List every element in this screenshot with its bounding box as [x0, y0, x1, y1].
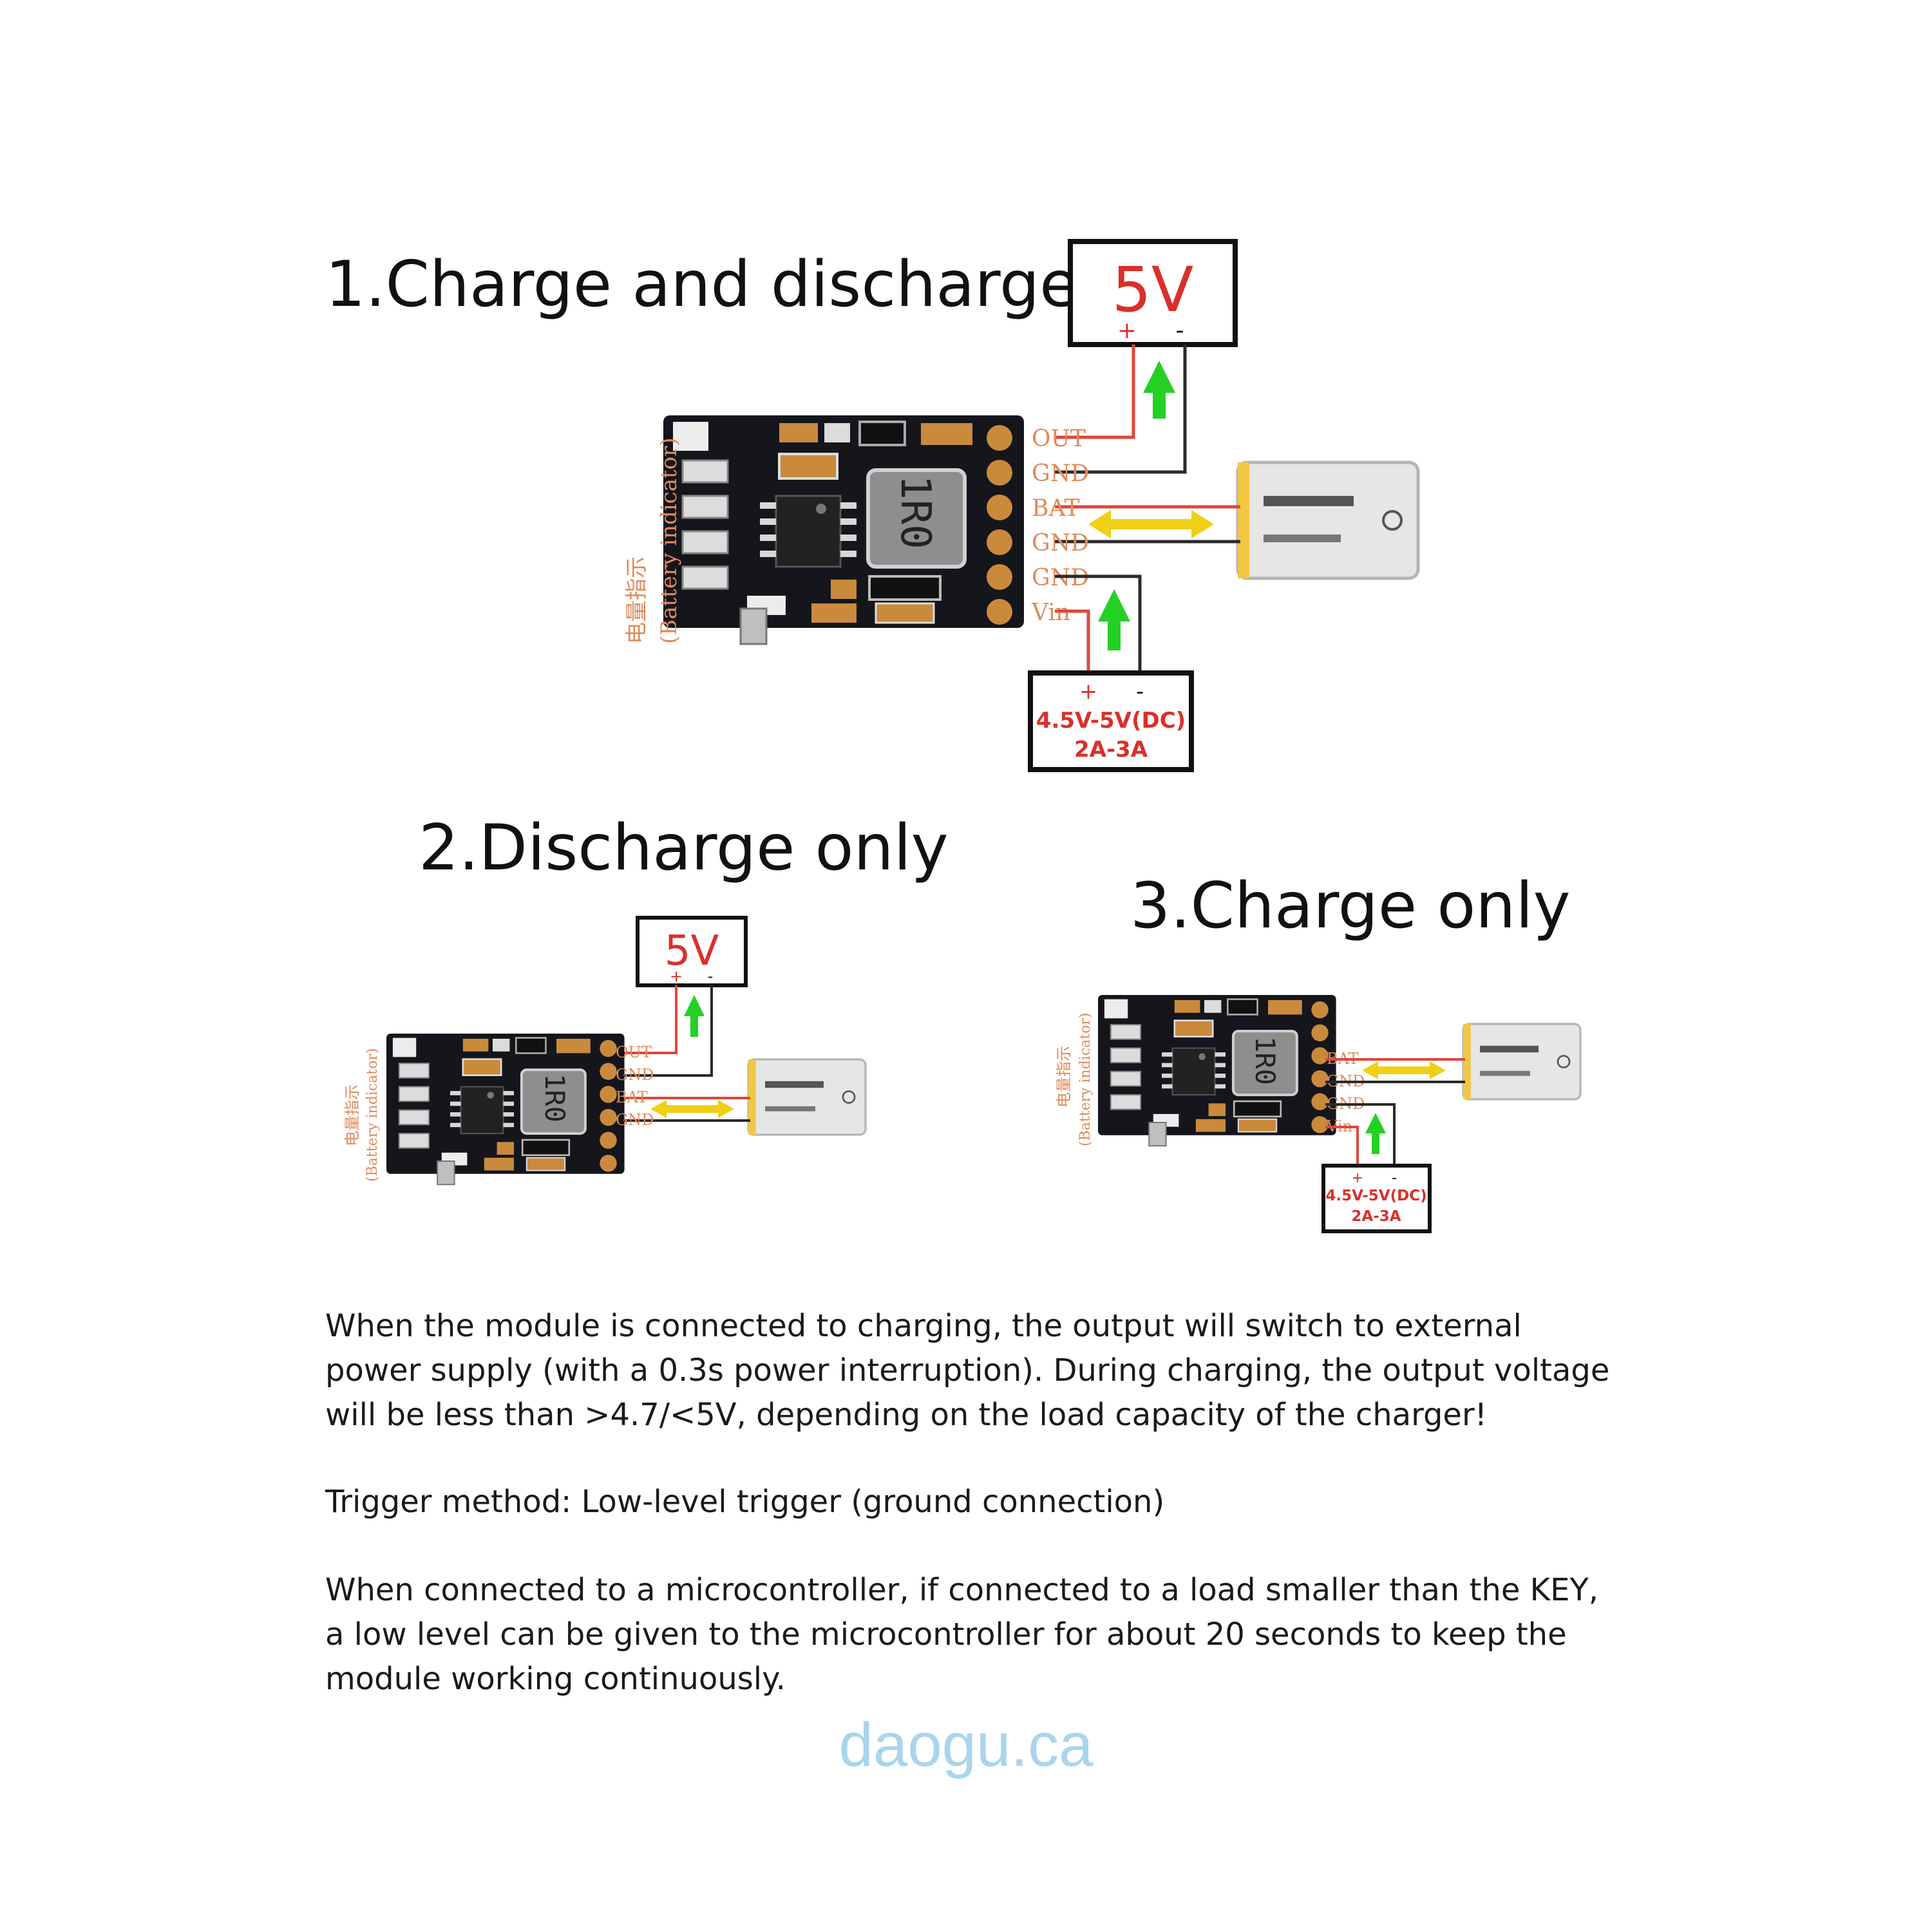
charger-module [663, 415, 1024, 644]
section-title-discharge-only: 2.Discharge only [419, 811, 949, 885]
vin-wire [1055, 609, 1090, 673]
pin-label-gnd1-small: GND [616, 1066, 654, 1084]
charger-module-small [385, 1032, 626, 1186]
supply-minus-label: - [1136, 679, 1144, 705]
note-charging-behavior: When the module is connected to charging… [325, 1308, 1610, 1433]
supply-current-label-charge: 2A-3A [1351, 1208, 1401, 1225]
note-trigger-method: Trigger method: Low-level trigger (groun… [325, 1484, 1165, 1520]
wiring-diagrams: 5V + - 1R0 OUT GND BAT GND GND Vin 电量指示 … [343, 239, 1582, 1233]
load-minus-label-small: - [708, 967, 714, 985]
charger-module-charge [1097, 994, 1338, 1148]
battery-indicator-label-en-small: (Battery indicator) [365, 1048, 381, 1182]
input-arrow [1098, 589, 1130, 650]
output-arrow [1143, 361, 1175, 419]
gnd-out-wire-small [613, 985, 713, 1077]
load-plus-label: + [1117, 317, 1137, 344]
supply-plus-label-charge: + [1352, 1170, 1363, 1186]
battery-arrow-charge [1362, 1061, 1446, 1079]
watermark-text: daogu.ca [838, 1710, 1094, 1779]
section-title-charge-only: 3.Charge only [1130, 869, 1571, 943]
load-box-5v-small [636, 916, 748, 987]
battery-charge [1462, 1023, 1582, 1101]
battery-arrow-small [650, 1100, 734, 1118]
battery-arrow [1088, 510, 1214, 538]
pin-label-gnd2-small: GND [616, 1111, 654, 1129]
gnd-in-wire [1055, 574, 1142, 673]
supply-current-label: 2A-3A [1074, 737, 1148, 762]
inductor-label: 1R0 [891, 475, 939, 549]
section-discharge-only: 5V + - 1R0 OUT GND BAT GND 电量指示 (Battery… [343, 916, 867, 1186]
inductor-label-small: 1R0 [539, 1074, 571, 1122]
gnd-out-wire [1055, 345, 1187, 474]
supply-box-charge [1321, 1164, 1432, 1233]
supply-voltage-label-charge: 4.5V-5V(DC) [1325, 1188, 1426, 1204]
vin-wire-charge [1325, 1126, 1359, 1166]
section-charge-and-discharge: 5V + - 1R0 OUT GND BAT GND GND Vin 电量指示 … [624, 239, 1418, 772]
pin-label-out: OUT [1032, 426, 1086, 452]
note-microcontroller: When connected to a microcontroller, if … [325, 1572, 1599, 1697]
inductor-label-charge: 1R0 [1249, 1036, 1281, 1085]
pin-label-bat-small: BAT [616, 1088, 648, 1106]
battery-indicator-label-cn-small: 电量指示 [343, 1084, 361, 1146]
out-wire-small [613, 985, 677, 1054]
pin-label-gnd1: GND [1032, 460, 1089, 487]
pin-label-gnd2: GND [1032, 530, 1089, 556]
battery-indicator-label-en: (Battery indicator) [656, 437, 682, 644]
supply-minus-label-charge: - [1392, 1170, 1397, 1186]
supply-plus-label: + [1079, 679, 1098, 705]
battery-indicator-label-en-charge: (Battery indicator) [1077, 1013, 1094, 1146]
load-plus-label-small: + [670, 967, 683, 985]
load-voltage-label-small: 5V [665, 927, 719, 975]
pin-label-out-small: OUT [616, 1043, 652, 1061]
out-wire [1055, 345, 1135, 439]
gnd-in-wire-charge [1325, 1103, 1396, 1166]
section-charge-only: 1R0 BAT GND GND Vin 电量指示 (Battery indica… [1055, 994, 1582, 1233]
supply-box [1028, 670, 1194, 772]
battery-indicator-label-cn: 电量指示 [624, 556, 650, 644]
load-box-5v [1068, 239, 1238, 347]
section-title-charge-and-discharge: 1.Charge and discharge [325, 248, 1079, 321]
battery-indicator-label-cn-charge: 电量指示 [1055, 1046, 1073, 1108]
load-voltage-label: 5V [1112, 254, 1194, 326]
pin-label-bat: BAT [1032, 495, 1080, 522]
input-arrow-charge [1365, 1113, 1386, 1154]
load-minus-label: - [1176, 317, 1184, 344]
battery-small [747, 1058, 867, 1136]
battery [1238, 462, 1418, 578]
supply-voltage-label: 4.5V-5V(DC) [1036, 708, 1186, 734]
output-arrow-small [684, 995, 705, 1037]
